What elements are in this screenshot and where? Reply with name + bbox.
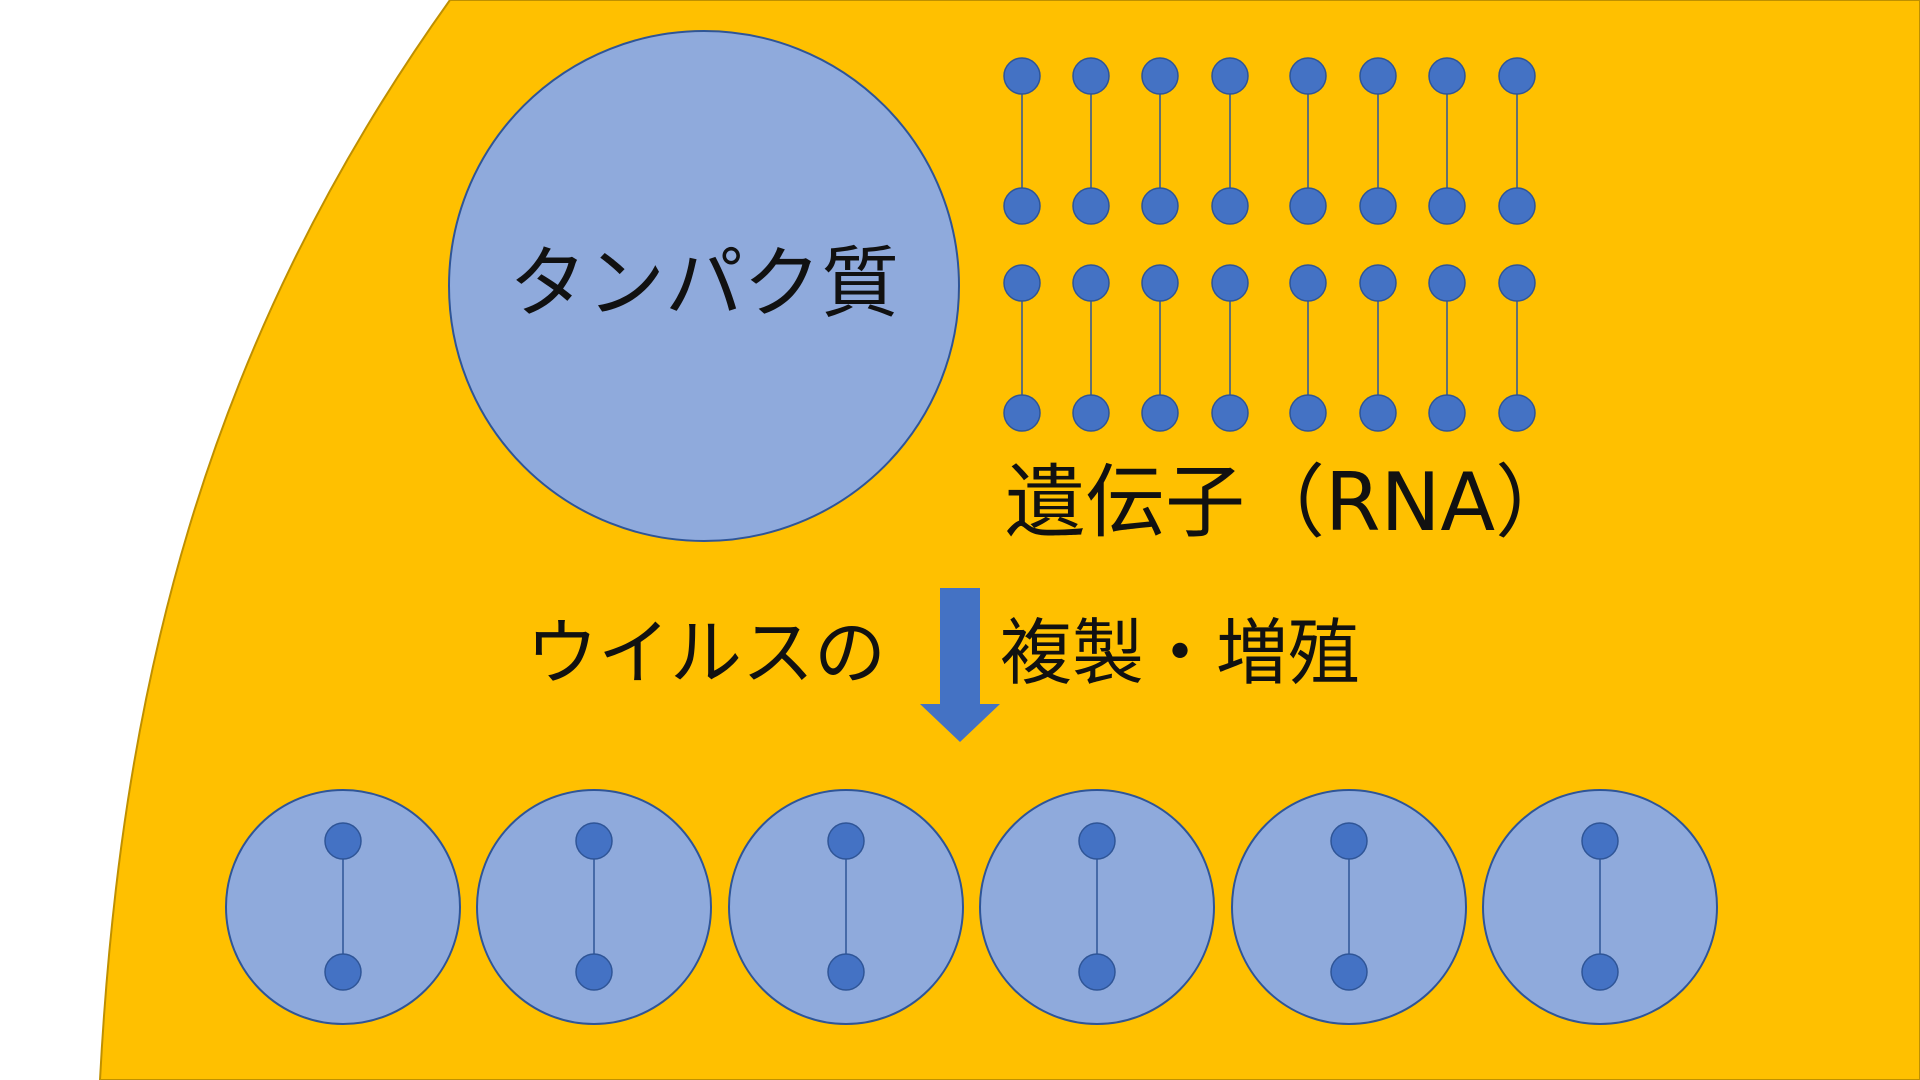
rna-node	[1428, 187, 1466, 225]
rna-node	[1428, 57, 1466, 95]
rna-node	[1289, 57, 1327, 95]
rna-node	[1289, 187, 1327, 225]
rna-node	[1211, 187, 1249, 225]
virus-particle	[979, 789, 1215, 1025]
rna-node	[1211, 394, 1249, 432]
rna-node	[1072, 57, 1110, 95]
virus-particle	[1482, 789, 1718, 1025]
protein-circle	[448, 30, 960, 542]
virus-rna-node	[1078, 822, 1116, 860]
rna-node	[1211, 264, 1249, 302]
rna-node	[1003, 394, 1041, 432]
rna-node	[1498, 394, 1536, 432]
virus-rna-node	[575, 953, 613, 991]
rna-node	[1498, 187, 1536, 225]
rna-node	[1289, 264, 1327, 302]
rna-strand-grid	[1003, 57, 1536, 432]
virus-rna-node	[827, 822, 865, 860]
virus-rna-node	[1581, 953, 1619, 991]
rna-node	[1498, 57, 1536, 95]
rna-node	[1359, 187, 1397, 225]
rna-node	[1359, 264, 1397, 302]
rna-node	[1072, 187, 1110, 225]
replication-label-right: 複製・増殖	[1000, 611, 1360, 695]
replication-label-left: ウイルスの	[526, 611, 886, 695]
rna-node	[1211, 57, 1249, 95]
gene-rna-label: 遺伝子（RNA）	[1005, 456, 1575, 549]
virus-rna-node	[1581, 822, 1619, 860]
virus-rna-node	[324, 953, 362, 991]
virus-particle-row	[225, 789, 1718, 1025]
rna-node	[1003, 57, 1041, 95]
rna-node	[1003, 264, 1041, 302]
rna-node	[1428, 264, 1466, 302]
virus-particle	[225, 789, 461, 1025]
virus-particle	[1231, 789, 1467, 1025]
virus-rna-node	[1078, 953, 1116, 991]
rna-node	[1141, 394, 1179, 432]
rna-node	[1289, 394, 1327, 432]
virus-rna-node	[1330, 822, 1368, 860]
protein-label: タンパク質	[509, 239, 899, 329]
rna-node	[1428, 394, 1466, 432]
virus-rna-node	[575, 822, 613, 860]
virus-rna-node	[827, 953, 865, 991]
rna-node	[1498, 264, 1536, 302]
down-arrow-icon	[920, 588, 1000, 742]
rna-node	[1141, 264, 1179, 302]
virus-particle	[476, 789, 712, 1025]
rna-node	[1141, 57, 1179, 95]
rna-node	[1072, 264, 1110, 302]
rna-node	[1359, 394, 1397, 432]
rna-node	[1072, 394, 1110, 432]
virus-rna-node	[324, 822, 362, 860]
virus-rna-node	[1330, 953, 1368, 991]
virus-particle	[728, 789, 964, 1025]
rna-node	[1359, 57, 1397, 95]
rna-node	[1003, 187, 1041, 225]
rna-node	[1141, 187, 1179, 225]
